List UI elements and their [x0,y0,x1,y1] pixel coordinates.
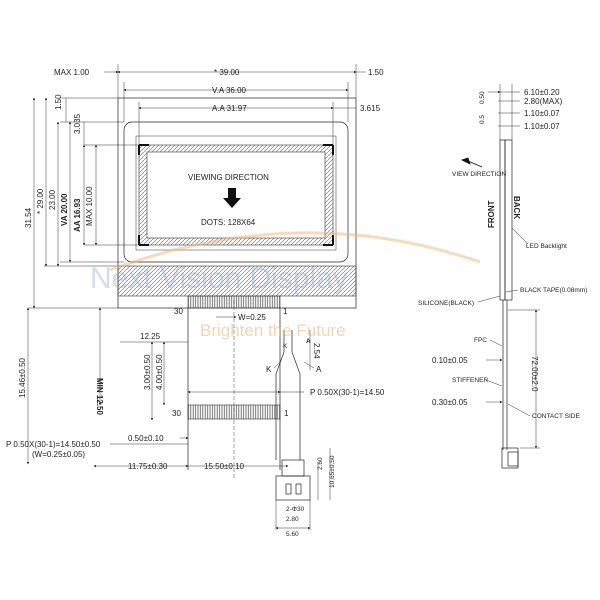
dim-254: 2.54 [312,343,321,359]
front-label: FRONT [487,200,496,228]
side-length: 72.00±2.0 [530,356,539,392]
backlight-strip [117,265,357,297]
view-direction-label: VIEW DIRECTION [452,171,506,178]
corner-marks [138,144,334,246]
dim-width-3900: * 39.00 [214,68,240,77]
connector-pin-right [295,483,302,495]
side-dim-010: 0.10±0.05 [432,356,468,365]
side-dim-610: 6.10±0.20 [524,88,560,97]
side-view: 0.50 0.5 6.10±0.20 2.80(MAX) 1.10±0.07 1… [418,84,587,469]
dim-aa-width: A.A 31.97 [212,104,247,113]
connector-pin-left [285,483,292,495]
dim-max-100: MAX 1.00 [54,68,90,77]
dim-1550-010: 15.50±0.10 [204,462,245,471]
conn-dim-1065: 10.65±0.50 [329,455,336,488]
dim-right-150: 1.50 [368,68,384,77]
dim-aa-top-3035: 3.035 [73,113,82,134]
side-dim-110a: 1.10±0.07 [524,109,560,118]
display-glass [123,121,349,263]
dots-label: DOTS: 128X64 [201,218,256,227]
pin-1-bottom: 1 [284,409,289,418]
dim-aa-offset: 3.615 [360,104,381,113]
dim-va-2000: VA 20.00 [60,193,69,226]
watermark: Next Vision Display Brighten the Future [90,231,481,340]
side-glass [499,139,506,301]
side-backlight [504,139,513,301]
side-top-050: 0.50 [479,91,486,104]
conn-dim-260: 2.60 [317,457,324,470]
dim-2900: * 29.00 [36,188,45,214]
viewing-direction-label: VIEWING DIRECTION [188,173,269,182]
conn-dim-2630: 2-Φ30 [286,506,305,513]
view-direction-arrow-icon [460,157,483,168]
stiffener-label: STIFFENER [452,377,488,384]
black-tape-label: BLACK TAPE(0.08mm) [520,287,587,294]
lead-k-upper: K [283,343,288,350]
watermark-slogan: Brighten the Future [200,321,346,340]
dim-050-010: 0.50±0.10 [128,434,164,443]
dim-1225: 12.25 [140,332,161,341]
dim-1546: 15.46±0.50 [18,357,27,398]
w-025-label: W=0.25 [238,313,266,322]
dim-2300: 23.00 [48,189,57,210]
dim-aa-1693: AA 16.93 [73,198,82,232]
side-fpc [502,300,508,450]
watermark-brand: Next Vision Display [90,262,348,295]
conn-dim-280: 2.80 [286,516,299,523]
lead-a-lower: A [316,365,322,374]
dim-3154: 31.54 [24,207,33,228]
dim-300-050: 3.00±0.50 [143,354,152,390]
pin-30-bottom: 30 [172,409,181,418]
fpc-label: FPC [474,337,487,344]
watermark-swoosh [109,231,481,272]
w-lower: (W=0.25±0.05) [32,450,85,459]
pin-30-top: 30 [174,307,183,316]
pitch-lower: P 0.50X(30-1)=14.50±0.50 [6,440,101,449]
pin-1-top: 1 [283,307,288,316]
dim-min-1250: MIN 12.50 [95,378,104,415]
lead-a-upper: A [306,338,311,345]
side-top-05: 0.5 [479,115,486,124]
dim-va-width: V.A 36.00 [212,86,247,95]
silicone-label: SILICONE(BLACK) [418,300,474,307]
connector-body [281,459,305,477]
viewing-area [135,135,337,251]
dim-400-050: 4.00±0.50 [155,354,164,390]
side-dim-280: 2.80(MAX) [524,97,563,106]
connector-housing [275,475,311,501]
led-lead-k [275,330,285,460]
side-dim-030: 0.30±0.05 [432,398,468,407]
contact-side-label: CONTACT SIDE [532,413,580,420]
conn-dim-560: 5.60 [286,531,299,538]
lead-k-lower: K [266,365,272,374]
viewing-direction-arrow-icon [223,188,241,208]
led-lead-a [291,330,301,460]
dim-max-1000: MAX 10.00 [85,186,94,226]
side-connector [507,451,519,467]
pitch-upper: P 0.50X(30-1)=14.50 [310,388,385,397]
fpc-tail-outline [187,308,281,470]
side-dim-110b: 1.10±0.07 [524,122,560,131]
dim-top-150: 1.50 [54,94,63,110]
side-stiffener [501,447,519,469]
front-view: VIEWING DIRECTION DOTS: 128X64 MAX 1.00 … [6,64,385,538]
dim-1175-030: 11.75±0.30 [128,462,168,471]
back-label: BACK [512,196,521,219]
led-backlight-label: LED Backlight [526,243,567,250]
